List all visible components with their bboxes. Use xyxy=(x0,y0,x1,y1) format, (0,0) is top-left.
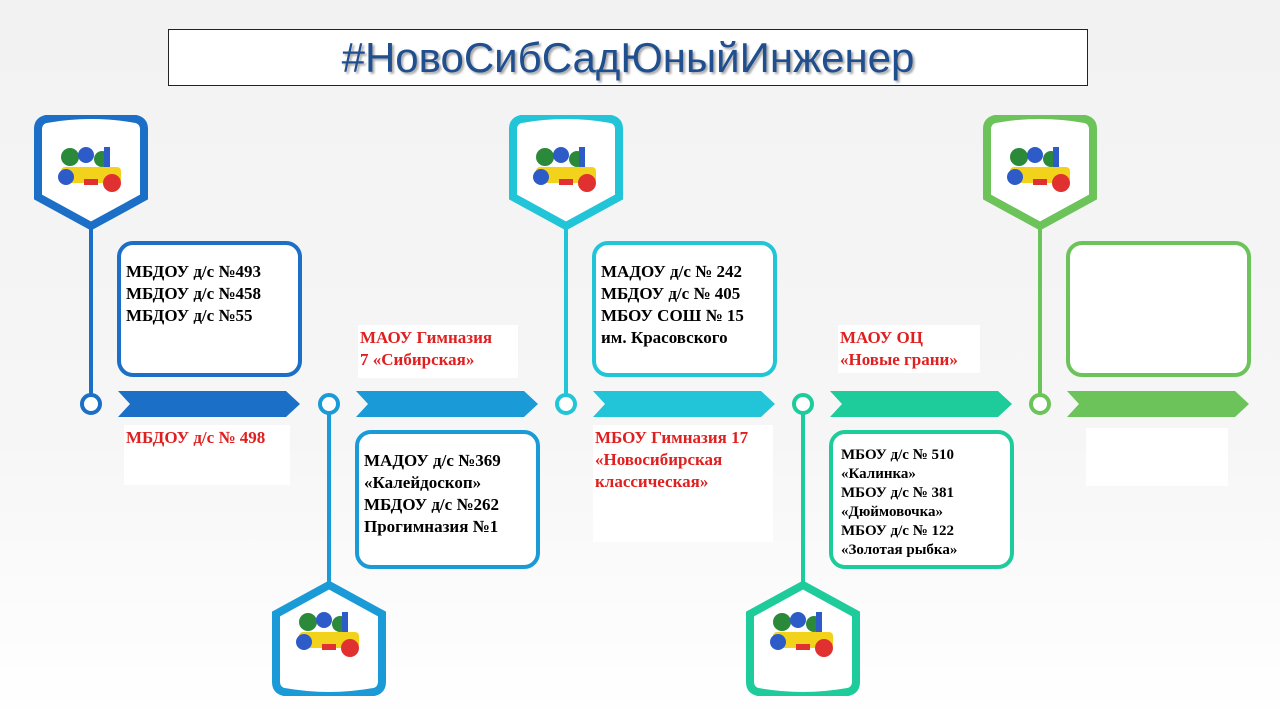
stage-label: МАОУ ОЦ «Новые грани» xyxy=(838,325,980,373)
participant-name: МБОУ д/с № 510 xyxy=(841,447,955,463)
connector-line xyxy=(801,412,805,587)
label-line: МАОУ ОЦ xyxy=(840,328,923,347)
gear-robot-toy-icon xyxy=(296,612,359,657)
timeline-arrow xyxy=(830,391,1012,417)
label-line: «Новосибирская xyxy=(595,450,723,469)
participant-name: МБДОУ д/с №493 xyxy=(126,262,262,281)
participant-name: МБДОУ д/с №262 xyxy=(364,495,500,514)
stage-box: МБОУ д/с № 510 «Калинка» МБОУ д/с № 381 «Дю… xyxy=(829,430,1014,569)
timeline-node xyxy=(318,393,340,415)
stage-badge xyxy=(983,111,1097,236)
badge-shape xyxy=(509,111,623,231)
timeline-node xyxy=(80,393,102,415)
stage-badge xyxy=(509,111,623,236)
participant-name: им. Красовского xyxy=(601,328,728,347)
stage-badge xyxy=(272,580,386,701)
label-line: «Новые грани» xyxy=(840,350,958,369)
badge-shape xyxy=(272,580,386,700)
gear-robot-toy-icon xyxy=(533,147,596,192)
stage-label: МБОУ Гимназия 17 «Новосибирская классическ… xyxy=(593,425,773,542)
stage-label: МАОУ Гимназия 7 «Сибирская» xyxy=(358,325,518,378)
participant-name: МБДОУ д/с №458 xyxy=(126,284,262,303)
label-line: МАОУ Гимназия xyxy=(360,328,493,347)
badge-shape xyxy=(746,580,860,700)
badge-shape xyxy=(983,111,1097,231)
participant-name: МАДОУ д/с № 242 xyxy=(601,262,742,281)
timeline-node xyxy=(1029,393,1051,415)
participant-name: МАДОУ д/с №369 xyxy=(364,451,501,470)
timeline-node xyxy=(792,393,814,415)
participant-name: МБОУ д/с № 122 xyxy=(841,523,955,539)
timeline-arrow xyxy=(1067,391,1249,417)
participant-name: «Дюймовочка» xyxy=(841,504,944,520)
gear-robot-toy-icon xyxy=(770,612,833,657)
connector-line xyxy=(1038,225,1042,395)
participant-name: МБДОУ д/с № 405 xyxy=(601,284,741,303)
gear-robot-toy-icon xyxy=(58,147,121,192)
connector-line xyxy=(564,225,568,395)
stage-box xyxy=(1066,241,1251,377)
stage-badge xyxy=(34,111,148,236)
participant-name: «Золотая рыбка» xyxy=(841,542,958,558)
badge-shape xyxy=(34,111,148,231)
label-line: 7 «Сибирская» xyxy=(360,350,475,369)
label-line: классическая» xyxy=(595,472,709,491)
stage-label xyxy=(1086,428,1228,486)
participant-name: «Калинка» xyxy=(841,466,916,482)
connector-line xyxy=(89,225,93,395)
label-line: МБДОУ д/с № 498 xyxy=(126,428,266,447)
page-title: #НовоСибСадЮныйИнженер xyxy=(168,29,1088,86)
participant-name: МБДОУ д/с №55 xyxy=(126,306,253,325)
timeline-arrow xyxy=(118,391,300,417)
participant-name: «Калейдоскоп» xyxy=(364,473,482,492)
participant-name: Прогимназия №1 xyxy=(364,517,499,536)
stage-label: МБДОУ д/с № 498 xyxy=(124,425,290,485)
participant-name: МБОУ СОШ № 15 xyxy=(601,306,744,325)
timeline-node xyxy=(555,393,577,415)
label-line: МБОУ Гимназия 17 xyxy=(595,428,749,447)
stage-badge xyxy=(746,580,860,701)
timeline-arrow xyxy=(593,391,775,417)
timeline-arrow xyxy=(356,391,538,417)
connector-line xyxy=(327,412,331,587)
participant-name: МБОУ д/с № 381 xyxy=(841,485,955,501)
stage-box: МАДОУ д/с №369 «Калейдоскоп» МБДОУ д/с №26… xyxy=(355,430,540,569)
gear-robot-toy-icon xyxy=(1007,147,1070,192)
